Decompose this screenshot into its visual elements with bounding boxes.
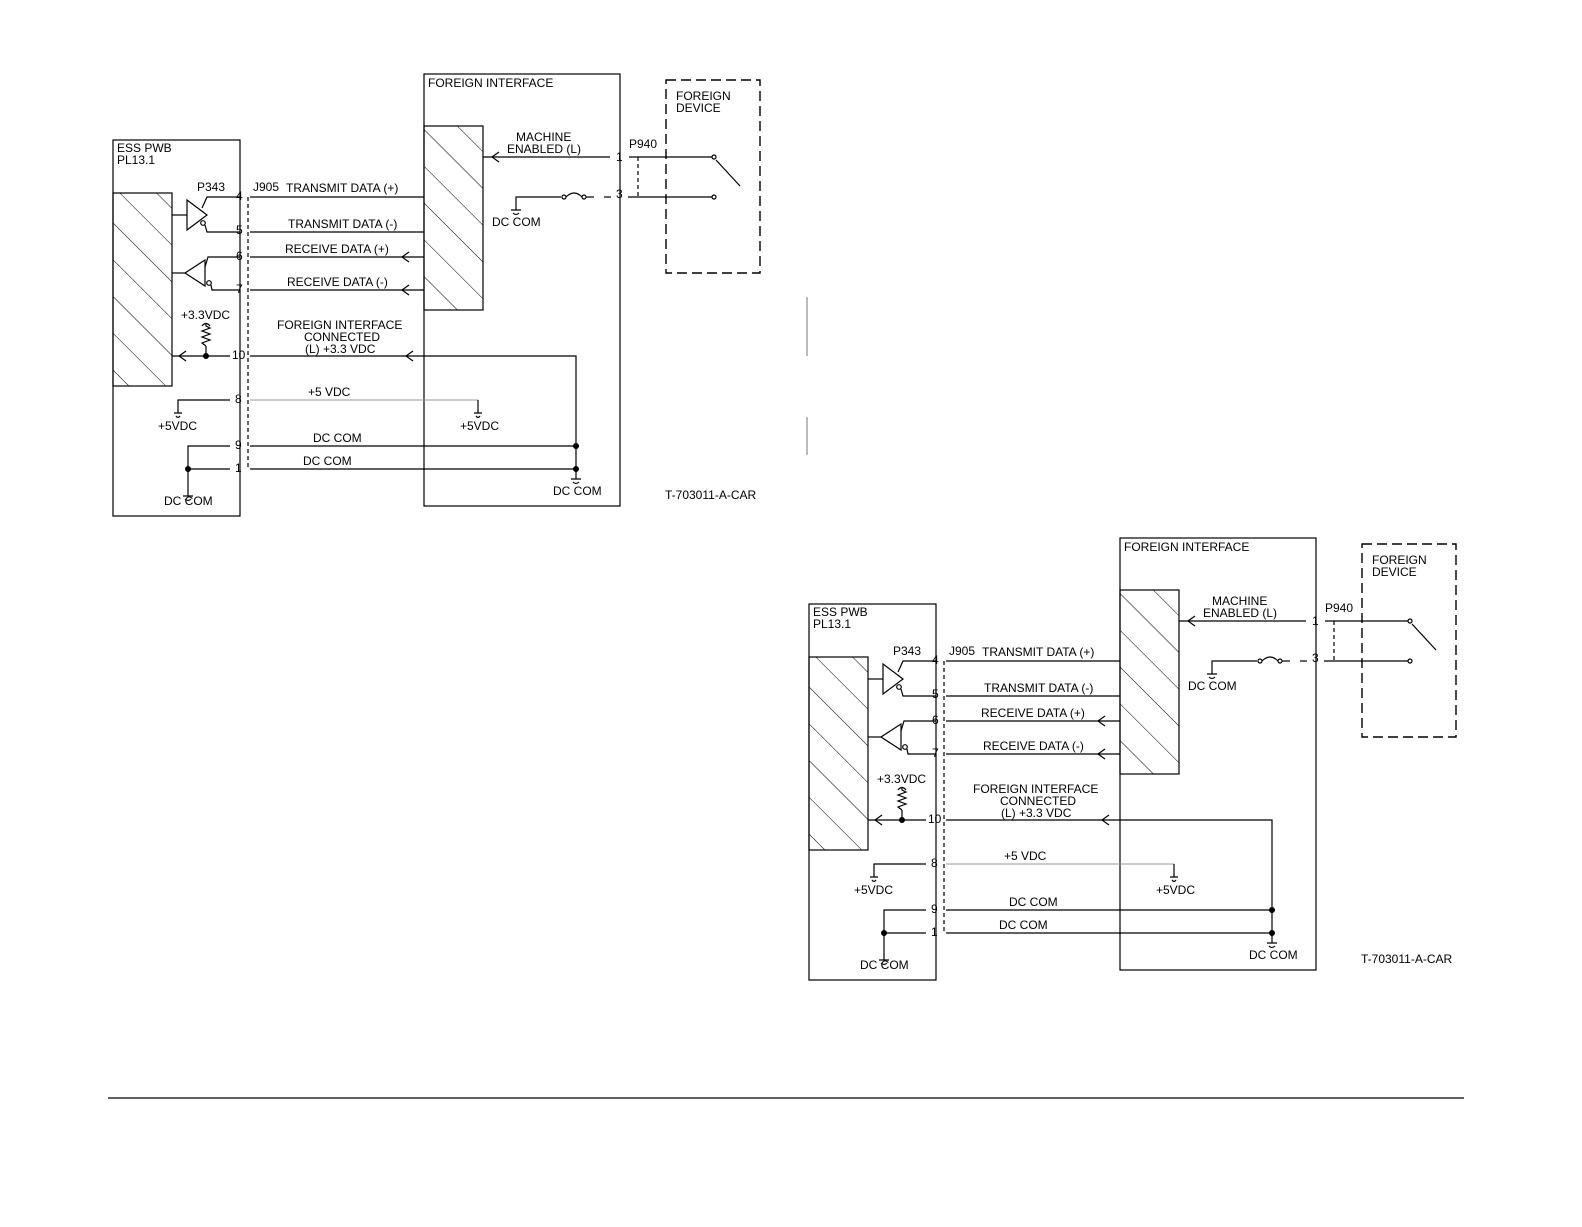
schematic-right: ESS PWB PL13.1 FOREIGN INTERFACE FOREIGN…: [808, 537, 1457, 981]
transmit-minus-label: TRANSMIT DATA (-): [288, 217, 397, 231]
foreign-interface-hatched-block: [1119, 589, 1180, 775]
j905-label: J905: [949, 644, 975, 658]
receive-minus-label: RECEIVE DATA (-): [983, 739, 1084, 753]
pin-9: 9: [235, 438, 242, 452]
device-pin-3: 3: [1312, 651, 1319, 665]
plus5-right-label: +5VDC: [1156, 883, 1195, 897]
transmit-plus-label: TRANSMIT DATA (+): [286, 181, 398, 195]
pin-9: 9: [931, 902, 938, 916]
pin-7: 7: [236, 282, 243, 296]
ess-pwb-label: ESS PWB: [813, 605, 868, 619]
receive-receiver-icon: [879, 722, 902, 752]
plus-3v3-label: +3.3VDC: [877, 772, 926, 786]
foreign-device-label-2: DEVICE: [1372, 565, 1417, 579]
fi-connected-wire: [946, 819, 1273, 934]
plus5-left-label: +5VDC: [854, 883, 893, 897]
figure-id: T-703011-A-CAR: [665, 488, 756, 502]
pin-6: 6: [236, 249, 243, 263]
ess-pwb-partlist: PL13.1: [117, 153, 155, 167]
p940-label: P940: [629, 137, 657, 151]
device-pin-1: 1: [616, 150, 623, 164]
transmit-minus-label: TRANSMIT DATA (-): [984, 681, 1093, 695]
dccom-pin1-label: DC COM: [999, 918, 1048, 932]
dccom-right-label: DC COM: [553, 484, 602, 498]
foreign-interface-label: FOREIGN INTERFACE: [428, 76, 553, 90]
pin-1: 1: [931, 925, 938, 939]
foreign-device-box: [1361, 543, 1457, 738]
plus-3v3-label: +3.3VDC: [181, 308, 230, 322]
plus-3v3-symbol: [897, 786, 907, 791]
plus5-wire-label: +5 VDC: [1004, 849, 1047, 863]
fi-connected-label-1: FOREIGN INTERFACE: [973, 782, 1098, 796]
foreign-device-label-1: FOREIGN: [676, 89, 731, 103]
transmit-plus-label: TRANSMIT DATA (+): [982, 645, 1094, 659]
p343-label: P343: [893, 644, 921, 658]
fi-connected-label-3: (L) +3.3 VDC: [1001, 806, 1072, 820]
fuse-icon: [565, 192, 583, 198]
machine-enabled-label-1: MACHINE: [1212, 594, 1267, 608]
machine-enabled-label-2: ENABLED (L): [507, 142, 581, 156]
fi-connected-label-2: CONNECTED: [304, 330, 380, 344]
receive-receiver-icon: [183, 258, 206, 288]
foreign-interface-hatched-block: [423, 125, 484, 311]
plus5-right-label: +5VDC: [460, 419, 499, 433]
receive-plus-label: RECEIVE DATA (+): [285, 242, 389, 256]
dccom-left-label: DC COM: [860, 958, 909, 972]
pin-10: 10: [232, 348, 246, 362]
pin-8: 8: [931, 856, 938, 870]
p343-label: P343: [197, 180, 225, 194]
fi-connected-wire: [250, 355, 577, 470]
figure-id: T-703011-A-CAR: [1361, 952, 1452, 966]
device-switch-icon: [715, 159, 741, 187]
ess-pwb-hatched-block: [112, 192, 173, 387]
device-switch-icon: [1411, 623, 1437, 651]
pin-4: 4: [236, 189, 243, 203]
ess-pwb-hatched-block: [808, 656, 869, 851]
pin-4: 4: [932, 653, 939, 667]
foreign-device-label-1: FOREIGN: [1372, 553, 1427, 567]
p940-label: P940: [1325, 601, 1353, 615]
pin-6: 6: [932, 713, 939, 727]
pullup-resistor-icon: [200, 323, 212, 347]
schematic-left: ESS PWB PL13.1 FOREIGN INTERFACE FOREIGN…: [112, 73, 761, 517]
dccom-pin9-label: DC COM: [1009, 895, 1058, 909]
dccom-device-label: DC COM: [492, 215, 541, 229]
pin-5: 5: [932, 687, 939, 701]
fi-connected-label-2: CONNECTED: [1000, 794, 1076, 808]
pin-8: 8: [235, 392, 242, 406]
plus5-wire-label: +5 VDC: [308, 385, 351, 399]
device-pin-1: 1: [1312, 614, 1319, 628]
foreign-interface-label: FOREIGN INTERFACE: [1124, 540, 1249, 554]
receive-plus-label: RECEIVE DATA (+): [981, 706, 1085, 720]
device-pin-3: 3: [616, 187, 623, 201]
machine-enabled-label-1: MACHINE: [516, 130, 571, 144]
pin-10: 10: [928, 812, 942, 826]
pin-1: 1: [235, 461, 242, 475]
fuse-icon: [1261, 656, 1279, 662]
dccom-right-label: DC COM: [1249, 948, 1298, 962]
receive-minus-label: RECEIVE DATA (-): [287, 275, 388, 289]
fi-connected-label-1: FOREIGN INTERFACE: [277, 318, 402, 332]
ess-pwb-partlist: PL13.1: [813, 617, 851, 631]
plus5-left-label: +5VDC: [158, 419, 197, 433]
dccom-pin9-label: DC COM: [313, 431, 362, 445]
dccom-pin1-label: DC COM: [303, 454, 352, 468]
pin-7: 7: [932, 746, 939, 760]
machine-enabled-label-2: ENABLED (L): [1203, 606, 1277, 620]
ess-pwb-label: ESS PWB: [117, 141, 172, 155]
pin-5: 5: [236, 223, 243, 237]
plus-3v3-symbol: [201, 322, 211, 327]
dccom-left-label: DC COM: [164, 494, 213, 508]
pullup-resistor-icon: [896, 787, 908, 811]
dccom-device-label: DC COM: [1188, 679, 1237, 693]
j905-label: J905: [253, 180, 279, 194]
foreign-device-label-2: DEVICE: [676, 101, 721, 115]
fi-connected-label-3: (L) +3.3 VDC: [305, 342, 376, 356]
foreign-device-box: [665, 79, 761, 274]
